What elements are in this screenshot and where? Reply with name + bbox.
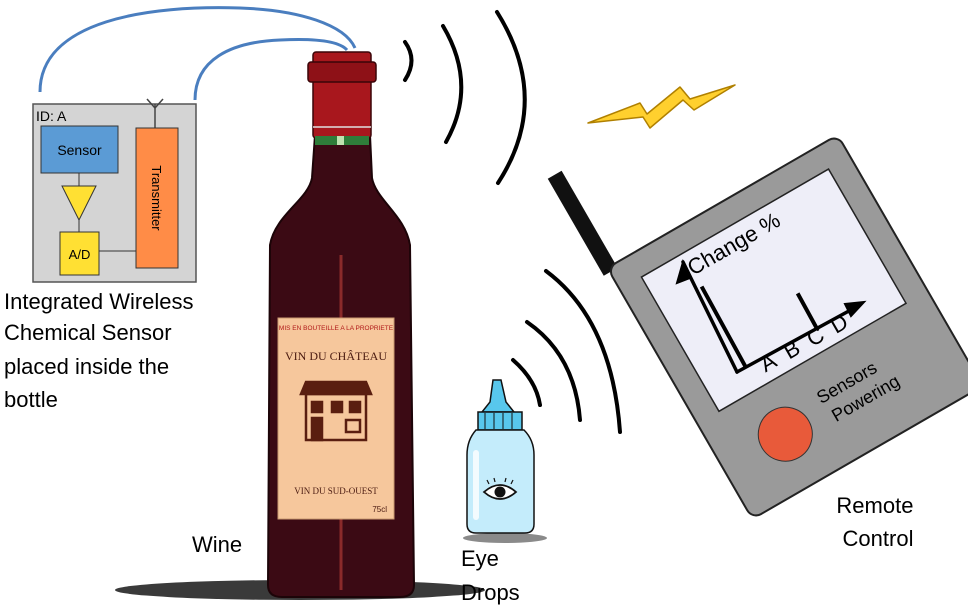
eye-drops-caption: Eye Drops: [461, 546, 520, 605]
eye-drops-shadow: [463, 533, 547, 543]
chart-bar-d: [795, 292, 819, 330]
transmitter-block-label: Transmitter: [149, 165, 164, 231]
eye-drops-caption-line-1: Eye: [461, 546, 499, 571]
antenna-icon: [146, 98, 164, 128]
remote-antenna: [547, 170, 618, 276]
sensor-caption-line-3: placed inside the: [4, 354, 169, 379]
eye-drops-cap: [480, 379, 516, 413]
ad-block: [59, 231, 100, 276]
chart-bars: [699, 285, 819, 369]
chart-axes: [681, 260, 860, 374]
x-axis-arrow-icon: [843, 300, 867, 318]
drops-wave-1: [511, 358, 542, 407]
drops-wave-2: [525, 320, 582, 422]
chateau-house-icon: [299, 380, 373, 442]
eye-icon: [482, 477, 518, 500]
y-axis-arrow-icon: [675, 259, 692, 285]
drops-wave-3: [544, 269, 622, 434]
wine-bottle: MIS EN BOUTEILLE A LA PROPRIETE VIN DU C…: [115, 51, 485, 600]
capsule-top-ring: [307, 61, 377, 83]
wine-label-region: VIN DU SUD-OUEST: [294, 486, 378, 496]
eye-drops-shine: [473, 450, 479, 520]
sensor-caption: Integrated Wireless Chemical Sensor plac…: [4, 289, 200, 412]
connection-wires: [38, 6, 357, 101]
wine-label: [277, 317, 395, 520]
eye-drops-bottle: [463, 379, 547, 543]
wine-label-volume: 75cl: [372, 505, 387, 514]
ad-block-label: A/D: [69, 247, 91, 262]
power-button[interactable]: [748, 397, 822, 471]
y-axis-line: [681, 260, 739, 374]
wine-label-top-text: MIS EN BOUTEILLE A LA PROPRIETE: [279, 325, 394, 332]
lightning-bolt-icon: [587, 84, 736, 129]
wine-label-name: VIN DU CHÂTEAU: [285, 349, 387, 363]
capsule-foil-highlight: [337, 136, 344, 145]
eye-drops-radio-waves-icon: [511, 269, 622, 434]
transmitter-block: [135, 127, 179, 269]
sensor-caption-line-1: Integrated Wireless: [4, 289, 194, 314]
radio-waves-icon: [403, 10, 527, 185]
remote-caption: Remote Control: [836, 493, 919, 551]
chart-bar-a: [699, 285, 748, 369]
x-axis-line: [735, 304, 860, 374]
bottle-wave-2: [441, 24, 464, 144]
bottle-wave-1: [403, 40, 414, 82]
remote-screen: [640, 168, 908, 413]
remote-caption-line-2: Control: [843, 526, 914, 551]
wire-outer: [38, 6, 357, 93]
eye-drops-body: [466, 429, 535, 534]
sensor-caption-line-4: bottle: [4, 387, 58, 412]
wine-caption: Wine: [192, 532, 242, 557]
remote-caption-line-1: Remote: [836, 493, 913, 518]
sensor-caption-line-2: Chemical Sensor: [4, 320, 172, 345]
module-id-label: ID: A: [36, 108, 67, 124]
wire-inner: [193, 38, 349, 101]
bottle-wave-3: [495, 10, 527, 185]
sensor-block-label: Sensor: [57, 142, 102, 158]
sensor-module: ID: A Sensor A/D Transmitter: [32, 98, 197, 283]
eye-drops-caption-line-2: Drops: [461, 580, 520, 605]
